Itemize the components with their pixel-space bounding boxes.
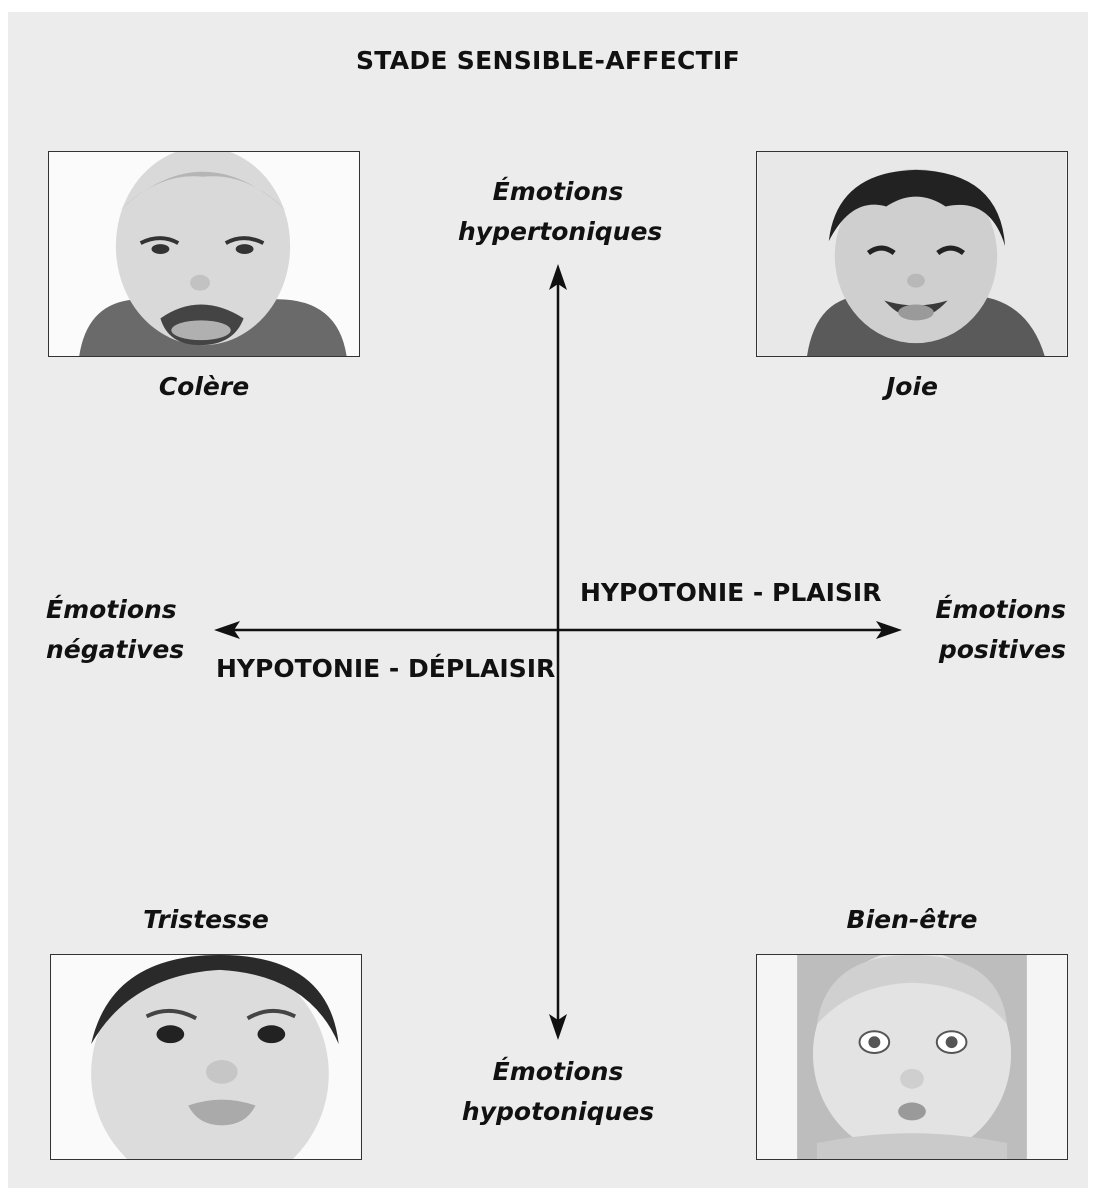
caption-sadness: Tristesse [50, 905, 362, 934]
caption-anger: Colère [48, 372, 360, 401]
photo-sad-baby [50, 954, 362, 1160]
zone-label-pleasure: HYPOTONIE - PLAISIR [580, 578, 881, 607]
baby-face-icon [51, 955, 361, 1159]
caption-joy: Joie [756, 372, 1068, 401]
photo-joyful-baby [756, 151, 1068, 357]
baby-face-icon [757, 152, 1067, 356]
zone-label-displeasure: HYPOTONIE - DÉPLAISIR [216, 654, 555, 683]
baby-face-icon [757, 955, 1067, 1159]
caption-wellbeing: Bien-être [756, 905, 1068, 934]
photo-content-baby [756, 954, 1068, 1160]
baby-face-icon [49, 152, 359, 356]
photo-angry-baby [48, 151, 360, 357]
